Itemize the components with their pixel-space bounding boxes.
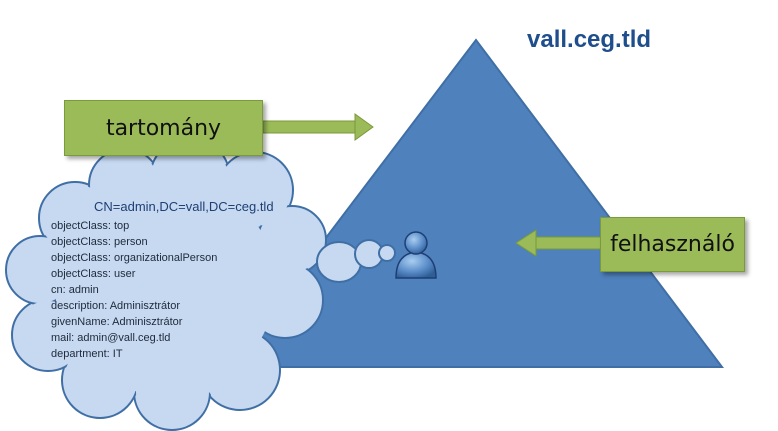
attribute-list: objectClass: top objectClass: person obj…: [51, 218, 217, 362]
attribute-item: objectClass: top: [51, 220, 130, 232]
domain-name: vall.ceg.tld: [527, 26, 652, 53]
domain-triangle: [225, 38, 725, 368]
user-label-box: felhasználó: [600, 217, 745, 272]
attribute-item: objectClass: user: [51, 268, 136, 280]
user-label: felhasználó: [610, 232, 735, 257]
domain-label: tartomány: [105, 115, 222, 141]
attribute-item: objectClass: person: [51, 236, 148, 248]
attribute-item: cn: admin: [51, 284, 99, 296]
attribute-item: objectClass: organizationalPerson: [51, 252, 218, 264]
attribute-item: mail: admin@vall.ceg.tld: [51, 332, 171, 344]
cloud-fill: [8, 140, 324, 428]
arrow-right-icon: [262, 113, 374, 141]
user-icon: [395, 231, 437, 279]
distinguished-name: CN=admin,DC=vall,DC=ceg.tld: [94, 199, 274, 214]
domain-label-box: tartomány: [64, 100, 263, 156]
attribute-item: department: IT: [51, 348, 123, 360]
attribute-item: givenName: Adminisztrátor: [51, 316, 183, 328]
arrow-left-icon: [515, 229, 602, 257]
attribute-item: description: Adminisztrátor: [51, 300, 180, 312]
thought-bubbles: [316, 239, 396, 283]
